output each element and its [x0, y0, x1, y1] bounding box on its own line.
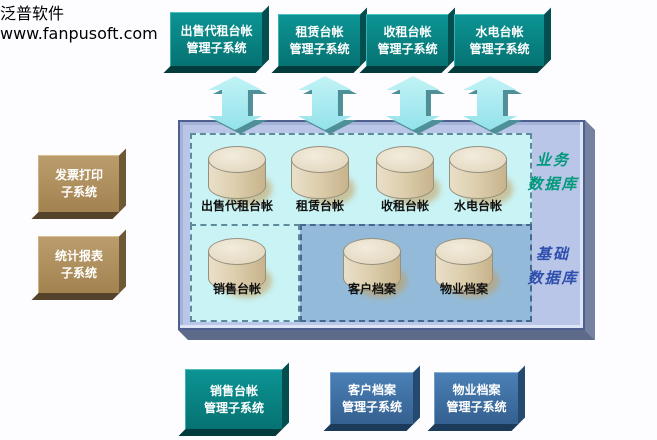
table-label: 水电台帐	[453, 199, 502, 213]
label-line: 子系统	[60, 185, 97, 199]
label-line: 管理子系统	[377, 41, 438, 56]
watermark: 泛普软件 www.fanpusoft.com	[0, 0, 657, 43]
subsystem-label: 水电台帐 管理子系统	[454, 14, 544, 66]
double-arrow-horizontal-icon	[118, 161, 180, 211]
label-line: 管理子系统	[446, 399, 507, 414]
box-side	[31, 212, 119, 219]
double-arrow-vertical-icon	[386, 76, 445, 134]
label-line: 子系统	[60, 266, 97, 280]
table-label: 收租台帐	[380, 199, 429, 213]
panel-side	[585, 120, 595, 340]
database-cylinder-icon	[208, 146, 272, 206]
table-label: 租赁台帐	[295, 199, 344, 213]
subsystem-utility-ledger: 水电台帐 管理子系统	[447, 7, 551, 73]
label-line: 统计报表	[54, 249, 103, 264]
label-line: 数据库	[527, 175, 579, 193]
box-side	[447, 66, 544, 73]
subsystem-sales-ledger: 销售台帐 管理子系统	[178, 362, 289, 436]
subsystem-label: 统计报表 子系统	[38, 236, 119, 293]
double-arrow-vertical-icon	[208, 76, 267, 134]
box-side	[163, 66, 262, 73]
watermark-url: www.fanpusoft.com	[0, 24, 158, 43]
subsystem-sale-lease-ledger: 出售代租台帐 管理子系统	[163, 5, 269, 73]
label-line: 管理子系统	[203, 400, 264, 415]
label-line: 收租台帐	[383, 24, 432, 39]
table-label: 销售台帐	[212, 282, 261, 296]
subsystem-rent-collection-ledger: 收租台帐 管理子系统	[359, 7, 455, 73]
database-cylinder-icon	[376, 146, 440, 206]
box-side	[323, 424, 413, 431]
database-cylinder-icon	[435, 238, 499, 298]
label-line: 水电台帐	[475, 24, 524, 39]
label-line: 客户档案	[347, 382, 396, 397]
label-line: 业务	[535, 151, 570, 169]
box-side	[427, 424, 518, 431]
subsystem-customer-archive: 客户档案 管理子系统	[323, 365, 420, 431]
label-line: 销售台帐	[209, 383, 258, 398]
subsystem-label: 发票打印 子系统	[38, 155, 119, 212]
subsystem-label: 出售代租台帐 管理子系统	[170, 12, 262, 66]
double-arrow-vertical-icon	[344, 331, 398, 383]
subsystem-label: 租赁台帐 管理子系统	[278, 14, 360, 66]
database-cylinder-icon	[343, 238, 407, 298]
label-line: 租赁台帐	[295, 24, 344, 39]
subsystem-invoice-print: 发票打印 子系统	[31, 148, 126, 219]
label-line: 管理子系统	[289, 41, 350, 56]
double-arrow-vertical-icon	[440, 331, 494, 383]
subsystem-label: 物业档案 管理子系统	[434, 372, 518, 424]
box-side	[518, 365, 525, 424]
double-arrow-vertical-icon	[298, 76, 357, 134]
subsystem-label: 销售台帐 管理子系统	[185, 369, 282, 429]
box-side	[271, 66, 360, 73]
subsystem-property-archive: 物业档案 管理子系统	[427, 365, 525, 431]
label-line: 数据库	[527, 269, 579, 287]
subsystem-rental-ledger: 租赁台帐 管理子系统	[271, 7, 367, 73]
label-line: 管理子系统	[186, 40, 247, 55]
box-side	[31, 293, 119, 300]
label-line: 出售代租台帐	[180, 23, 253, 38]
database-cylinder-icon	[291, 146, 355, 206]
double-arrow-vertical-icon	[206, 331, 260, 383]
box-side	[178, 429, 282, 436]
watermark-brand: 泛普软件	[0, 4, 65, 23]
database-cylinder-icon	[208, 238, 272, 298]
label-line: 基础	[535, 245, 570, 263]
box-side	[282, 362, 289, 429]
double-arrow-horizontal-icon	[118, 240, 180, 290]
double-arrow-vertical-icon	[463, 76, 522, 134]
label-line: 物业档案	[452, 382, 501, 397]
table-label: 出售代租台帐	[200, 199, 273, 213]
table-label: 物业档案	[439, 282, 488, 296]
subsystem-label: 客户档案 管理子系统	[330, 372, 413, 424]
label-line: 管理子系统	[341, 399, 402, 414]
table-label: 客户档案	[347, 282, 396, 296]
base-db-area	[300, 224, 532, 322]
database-cylinder-icon	[449, 146, 513, 206]
subsystem-label: 收租台帐 管理子系统	[366, 14, 448, 66]
label-line: 发票打印	[54, 168, 103, 183]
subsystem-stat-report: 统计报表 子系统	[31, 229, 126, 300]
box-side	[544, 7, 551, 66]
box-side	[262, 5, 269, 66]
box-side	[413, 365, 420, 424]
business-db-label: 业务 数据库	[522, 148, 584, 196]
label-line: 管理子系统	[469, 41, 530, 56]
base-db-label: 基础 数据库	[520, 242, 586, 290]
box-side	[359, 66, 448, 73]
